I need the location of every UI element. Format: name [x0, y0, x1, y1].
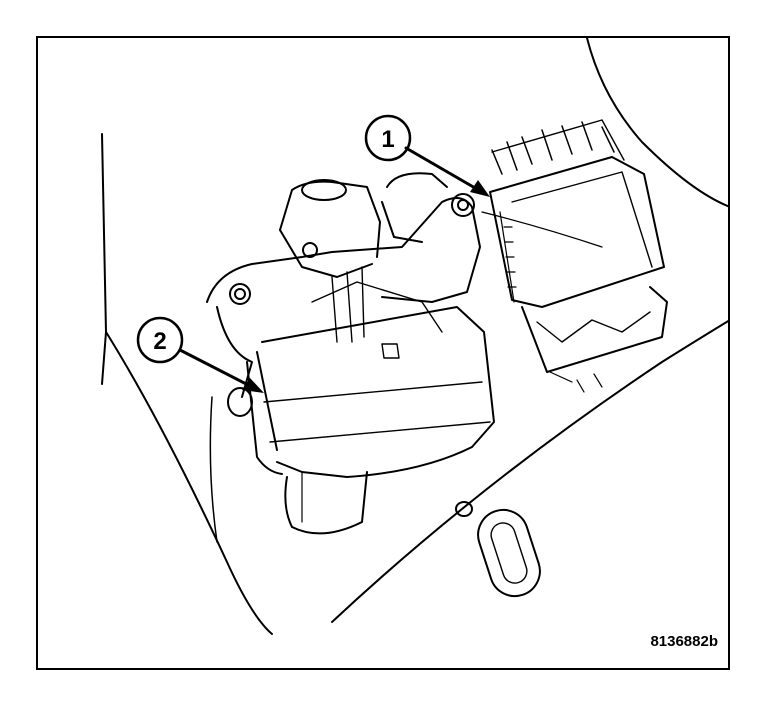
figure-id: 8136882b: [650, 633, 718, 650]
panel-holes: [455, 501, 541, 598]
callout-2-label: 2: [153, 328, 166, 355]
body-panel: [101, 38, 728, 635]
callout-2: [136, 316, 264, 393]
callout-1-label: 1: [381, 126, 394, 153]
callout-1: [364, 114, 490, 197]
component-2-body: [227, 179, 495, 535]
component-1-module: [489, 119, 668, 393]
mounting-bracket: [206, 172, 481, 398]
figure-frame: 1 2 8136882b: [36, 36, 730, 670]
component-illustration: 1 2: [101, 38, 728, 635]
